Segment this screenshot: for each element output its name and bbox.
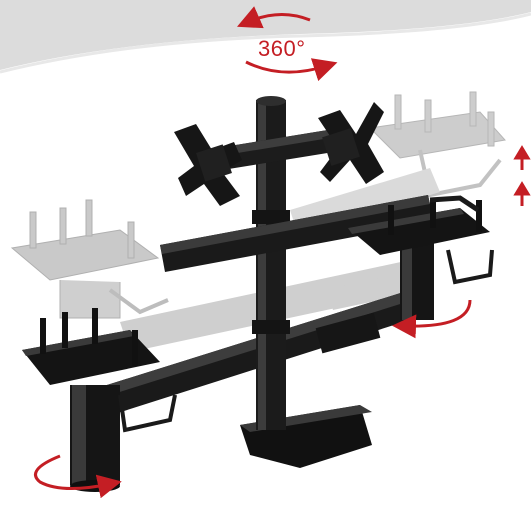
height-adjust-arrows: [513, 145, 531, 206]
ghost-right-pos-tray: [368, 91, 506, 198]
right-vesa-plate: [318, 102, 384, 184]
rotation-arrow-left: [34, 454, 122, 499]
left-pos-tray: [22, 308, 177, 433]
lower-arm: [75, 290, 416, 425]
upper-arm: [160, 195, 434, 272]
rotation-arrow-right: [392, 299, 472, 339]
left-vesa-plate: [174, 124, 242, 206]
rotation-arrow-top: [237, 6, 338, 82]
ghost-left-pos-tray: [10, 199, 169, 319]
left-pos-pole: [70, 385, 120, 492]
top-background-curve: [0, 12, 531, 74]
rotation-degrees-label: 360°: [258, 36, 306, 61]
right-pos-tray: [348, 195, 494, 285]
top-background-band: [0, 0, 531, 70]
